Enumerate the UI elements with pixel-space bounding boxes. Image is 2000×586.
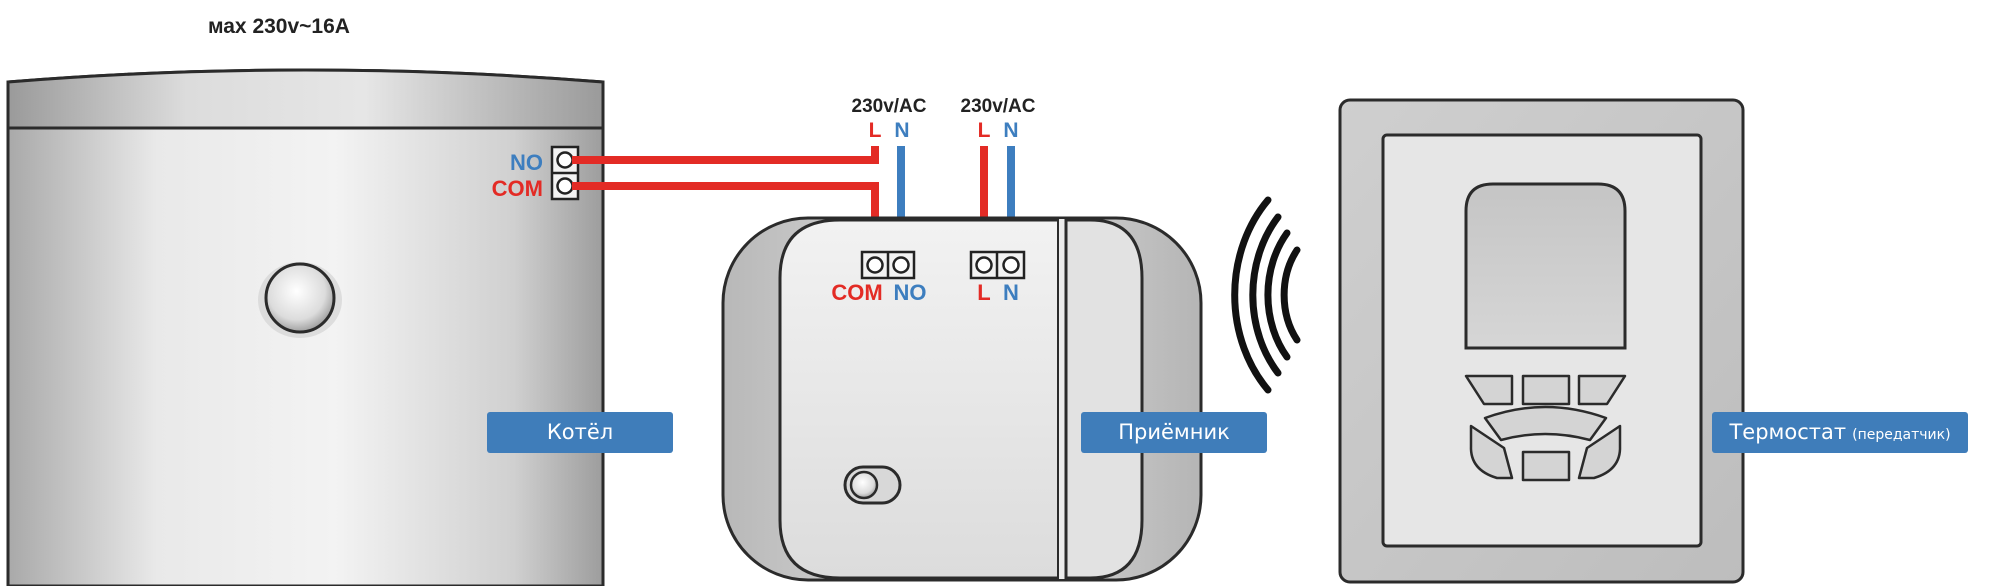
knob-icon [258, 262, 342, 338]
thermostat-name-suffix: (передатчик) [1852, 427, 1950, 443]
thermostat-name-tag: Термостат (передатчик) [1712, 412, 1968, 453]
receiver-terminal-no-label: NO [894, 280, 927, 305]
supply-1-voltage-label: 230v/AC [852, 96, 927, 117]
receiver-terminal-n-label: N [1003, 280, 1019, 305]
toggle-switch-icon [843, 465, 902, 505]
key-top-right [1577, 374, 1627, 406]
supply-2-l-label: L [978, 119, 991, 142]
key-top-left [1464, 374, 1514, 406]
boiler [6, 68, 605, 586]
receiver-terminal-l-label: L [977, 280, 990, 305]
boiler-terminal-com-label: COM [492, 176, 543, 201]
key-bottom-center [1521, 450, 1571, 482]
receiver-name-tag: Приёмник [1081, 412, 1267, 453]
boiler-name-tag: Котёл [487, 412, 673, 453]
receiver-terminal-com-label: COM [831, 280, 882, 305]
key-bottom-left [1469, 424, 1514, 480]
thermostat-name-text: Термостат (передатчик) [1728, 420, 1950, 444]
wireless-signal-icon [1231, 196, 1301, 394]
receiver-name-label: Приёмник [1118, 420, 1230, 444]
thermostat-name-label: Термостат [1728, 420, 1846, 444]
max-rating-label: мах 230v~16A [208, 15, 350, 38]
supply-2-n-label: N [1003, 119, 1018, 142]
supply-2-voltage-label: 230v/AC [961, 96, 1036, 117]
key-top-center [1521, 374, 1571, 406]
thermostat [1338, 98, 1745, 584]
thermostat-keypad [1464, 374, 1627, 482]
receiver [721, 216, 1203, 582]
receiver-terminal-block-l-n [969, 250, 1026, 280]
boiler-terminal-block [550, 145, 580, 201]
boiler-name-label: Котёл [547, 420, 613, 444]
key-arc [1483, 405, 1608, 442]
supply-1-l-label: L [869, 119, 882, 142]
thermostat-screen [1464, 182, 1627, 350]
receiver-terminal-block-com-no [860, 250, 916, 280]
key-bottom-right [1577, 424, 1622, 480]
boiler-terminal-no-label: NO [510, 150, 543, 175]
supply-1-n-label: N [894, 119, 909, 142]
